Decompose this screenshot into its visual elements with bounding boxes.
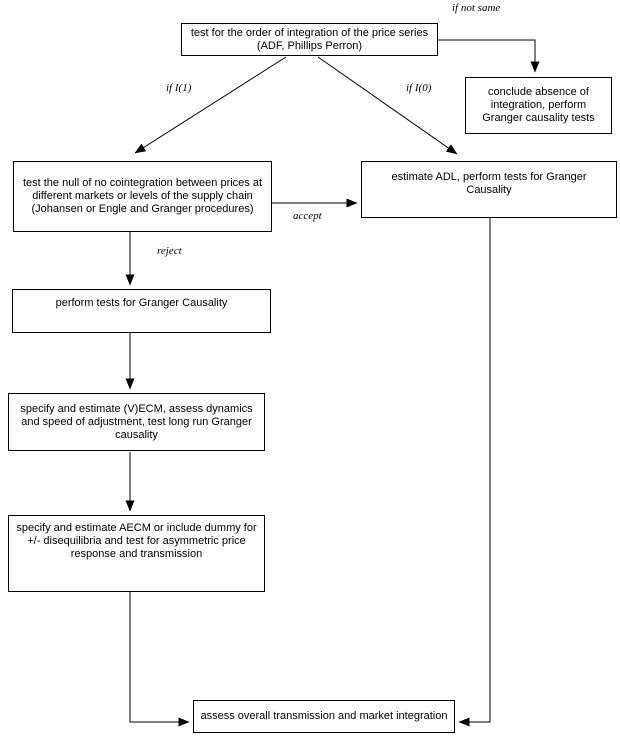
edge-label-reject: reject — [157, 245, 182, 257]
node-estimate-adl-label: estimate ADL, perform tests for Granger … — [391, 171, 587, 196]
node-estimate-adl: estimate ADL, perform tests for Granger … — [361, 161, 617, 218]
node-test-order-of-integration: test for the order of integration of the… — [181, 23, 438, 56]
edge-aecm-to-assess — [129, 592, 190, 727]
node-conclude-absence: conclude absence of integration, perform… — [465, 77, 612, 134]
node-test-order-label: test for the order of integration of the… — [190, 26, 429, 52]
edge-label-if-not-same: if not same — [452, 2, 501, 14]
node-test-null-cointegration-label: test the null of no cointegration betwee… — [22, 177, 263, 215]
edge-if-i1 — [134, 56, 287, 154]
node-specify-aecm-label: specify and estimate AECM or include dum… — [16, 522, 257, 560]
node-granger-causality-tests: perform tests for Granger Causality — [12, 289, 271, 333]
node-granger-causality-tests-label: perform tests for Granger Causality — [55, 297, 228, 309]
node-test-null-cointegration: test the null of no cointegration betwee… — [13, 161, 272, 232]
edge-if-not-same — [438, 39, 540, 73]
node-conclude-absence-label: conclude absence of integration, perform… — [482, 86, 595, 124]
edge-label-accept: accept — [293, 210, 322, 222]
edge-label-if-i1: if I(1) — [166, 82, 192, 94]
edge-label-if-i0: if I(0) — [406, 82, 432, 94]
node-specify-vecm-label: specify and estimate (V)ECM, assess dyna… — [20, 402, 253, 441]
edge-if-i0 — [317, 56, 458, 155]
node-assess-overall-transmission-label: assess overall transmission and market i… — [200, 710, 448, 722]
node-assess-overall-transmission: assess overall transmission and market i… — [193, 700, 455, 733]
edge-adl-to-assess — [458, 218, 491, 727]
node-specify-vecm: specify and estimate (V)ECM, assess dyna… — [8, 393, 265, 451]
node-specify-aecm: specify and estimate AECM or include dum… — [8, 515, 265, 592]
